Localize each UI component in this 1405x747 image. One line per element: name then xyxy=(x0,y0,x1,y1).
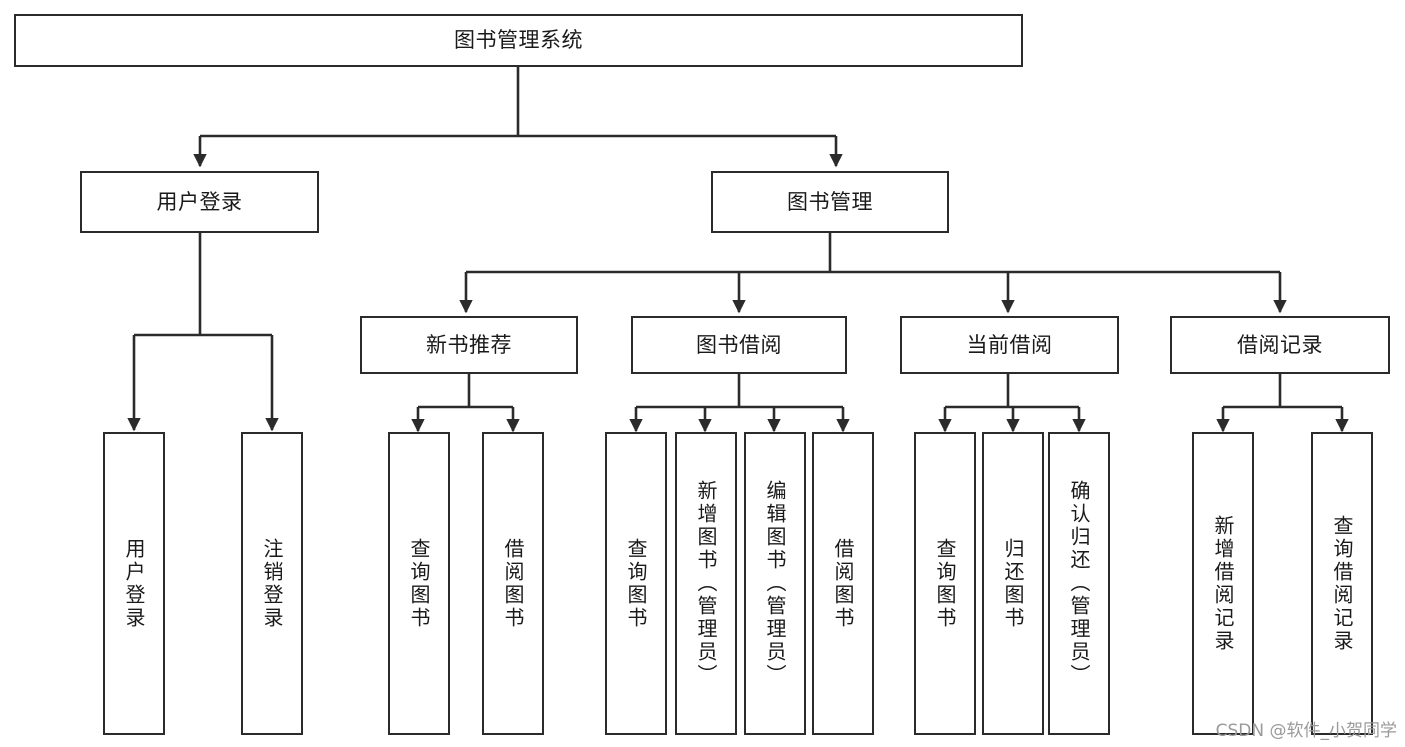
leaf-user-login-label: 用户登录 xyxy=(122,537,146,630)
node-new-book-recommend-label: 新书推荐 xyxy=(426,332,512,357)
node-user-login-label: 用户登录 xyxy=(156,189,243,214)
leaf-query-book-3[interactable]: 查询图书 xyxy=(914,432,976,735)
leaf-return-book-label: 归还图书 xyxy=(1001,537,1025,630)
node-book-manage[interactable]: 图书管理 xyxy=(711,171,949,233)
leaf-borrow-book-2-label: 借阅图书 xyxy=(831,537,855,630)
leaf-add-book-label: 新增图书（管理员） xyxy=(694,480,718,687)
leaf-confirm-return-label: 确认归还（管理员） xyxy=(1067,480,1091,687)
leaf-add-record[interactable]: 新增借阅记录 xyxy=(1192,432,1254,735)
leaf-query-book-1-label: 查询图书 xyxy=(407,537,431,630)
node-current-borrow[interactable]: 当前借阅 xyxy=(900,316,1119,374)
node-book-manage-label: 图书管理 xyxy=(787,189,873,214)
leaf-query-book-1[interactable]: 查询图书 xyxy=(388,432,450,735)
node-book-borrow[interactable]: 图书借阅 xyxy=(631,316,847,374)
leaf-query-book-2[interactable]: 查询图书 xyxy=(605,432,667,735)
node-root-label: 图书管理系统 xyxy=(454,28,583,53)
node-borrow-record[interactable]: 借阅记录 xyxy=(1170,316,1390,374)
leaf-borrow-book-2[interactable]: 借阅图书 xyxy=(812,432,874,735)
leaf-confirm-return[interactable]: 确认归还（管理员） xyxy=(1048,432,1110,735)
leaf-edit-book-label: 编辑图书（管理员） xyxy=(763,480,787,687)
leaf-user-login[interactable]: 用户登录 xyxy=(103,432,165,735)
leaf-query-book-2-label: 查询图书 xyxy=(624,537,648,630)
node-current-borrow-label: 当前借阅 xyxy=(966,332,1053,357)
leaf-borrow-book-1-label: 借阅图书 xyxy=(501,537,525,630)
leaf-return-book[interactable]: 归还图书 xyxy=(982,432,1044,735)
leaf-add-book[interactable]: 新增图书（管理员） xyxy=(675,432,737,735)
node-book-borrow-label: 图书借阅 xyxy=(696,332,782,357)
leaf-query-record-label: 查询借阅记录 xyxy=(1330,514,1354,653)
leaf-add-record-label: 新增借阅记录 xyxy=(1211,514,1235,653)
leaf-logout-login[interactable]: 注销登录 xyxy=(241,432,303,735)
node-root[interactable]: 图书管理系统 xyxy=(14,14,1023,67)
node-borrow-record-label: 借阅记录 xyxy=(1237,332,1323,357)
leaf-query-record[interactable]: 查询借阅记录 xyxy=(1311,432,1373,735)
node-new-book-recommend[interactable]: 新书推荐 xyxy=(360,316,578,374)
leaf-logout-login-label: 注销登录 xyxy=(260,537,284,630)
leaf-borrow-book-1[interactable]: 借阅图书 xyxy=(482,432,544,735)
leaf-edit-book[interactable]: 编辑图书（管理员） xyxy=(744,432,806,735)
leaf-query-book-3-label: 查询图书 xyxy=(933,537,957,630)
node-user-login[interactable]: 用户登录 xyxy=(80,171,319,233)
